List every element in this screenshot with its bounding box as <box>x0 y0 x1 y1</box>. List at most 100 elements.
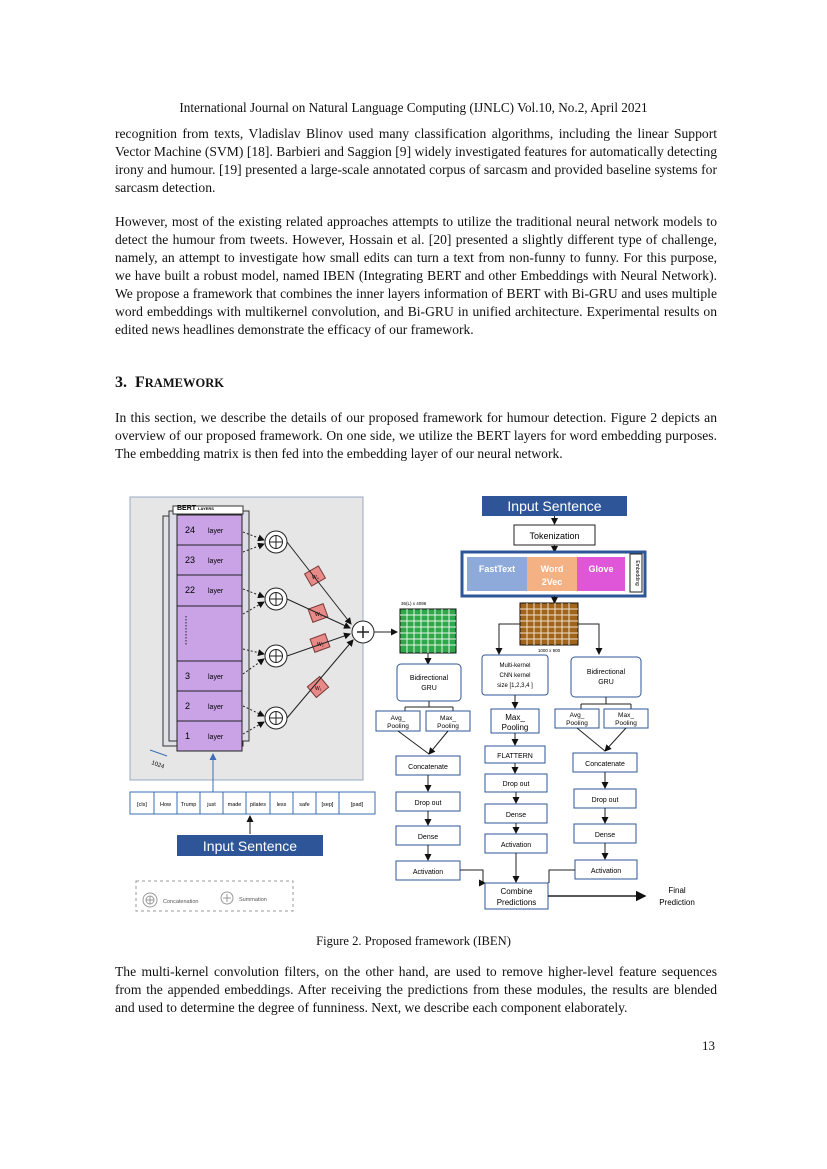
layer-23-num: 23 <box>185 555 195 565</box>
framework-figure: BERT LAYERS 24 layer 23 layer 22 layer 3… <box>129 496 695 912</box>
mid-maxpool-label-2: Pooling <box>502 723 529 732</box>
weight-w1 <box>306 675 330 699</box>
left-bigru-label-1: Bidirectional <box>410 675 449 682</box>
section-title-rest: RAMEWORK <box>144 376 224 390</box>
layer-24 <box>176 514 243 546</box>
left-dropout-label: Drop out <box>415 800 442 807</box>
matrix-right <box>519 602 579 646</box>
layer-2-word: layer <box>208 704 224 711</box>
word2vec-label-2: 2Vec <box>542 577 563 587</box>
running-header: International Journal on Natural Languag… <box>179 100 648 115</box>
matrix-right-label: 1000 x 900 <box>538 648 561 653</box>
right-activation-label: Activation <box>591 868 621 875</box>
input-sentence-bottom-label: Input Sentence <box>203 838 297 854</box>
left-avgpool-label-1: Avg_ <box>391 715 406 722</box>
right-concatenate-label: Concatenate <box>585 761 625 768</box>
right-branch: Bidirectional GRU Avg_ Pooling Max_ Pool… <box>554 656 649 880</box>
figure-caption: Figure 2. Proposed framework (IBEN) <box>316 934 511 948</box>
layer-23-word: layer <box>208 558 224 565</box>
paragraph-multikernel: The multi-kernel convolution filters, on… <box>115 964 717 1015</box>
legend-concat-label: Concatenation <box>163 899 198 905</box>
fasttext-cell <box>467 557 527 591</box>
input-sentence-bottom <box>177 835 323 856</box>
mid-dropout-label: Drop out <box>503 781 530 788</box>
left-bigru-label-2: GRU <box>421 685 437 692</box>
input-sentence-top-label: Input Sentence <box>507 498 601 514</box>
layer-1-num: 1 <box>185 731 190 741</box>
right-dense-label: Dense <box>595 832 615 839</box>
input-sentence-top <box>482 496 627 516</box>
combine-arrows <box>460 853 575 887</box>
matrix-left <box>399 608 457 654</box>
embedding-side-label: Embedding <box>634 560 640 586</box>
token: made <box>228 802 242 808</box>
left-maxpool-label-2: Pooling <box>437 723 459 730</box>
section-number: 3. <box>115 374 127 391</box>
legend-sum-label: Summation <box>239 897 267 903</box>
combine-label-2: Predictions <box>497 898 537 907</box>
right-bigru-box <box>570 656 642 698</box>
combine-predictions-box <box>484 882 549 910</box>
page-number: 13 <box>702 1038 715 1053</box>
layer-22-word: layer <box>208 588 224 595</box>
mid-dense-label: Dense <box>506 812 526 819</box>
final-label-1: Final <box>668 886 686 895</box>
dim-label: 1024 <box>150 760 165 770</box>
multikernel-label-3: size [1,2,3,4 ] <box>497 683 533 689</box>
tokenization-label: Tokenization <box>529 531 579 541</box>
left-avgpool-label-2: Pooling <box>387 723 409 730</box>
paragraph-related-work-end: recognition from texts, Vladislav Blinov… <box>115 126 717 195</box>
token: pilates <box>250 802 266 808</box>
weight-lines <box>286 541 354 719</box>
left-bigru-box <box>396 663 462 702</box>
glove-label: Glove <box>588 564 613 574</box>
layer-2-num: 2 <box>185 701 190 711</box>
token: How <box>160 802 171 808</box>
bert-label: BERT LAYERS <box>177 505 214 512</box>
paragraph-framework-intro: In this section, we describe the details… <box>115 410 717 461</box>
embedding-side-box <box>629 553 643 593</box>
flatten-label: FLATTERN <box>497 753 533 760</box>
section-title-initial: F <box>135 374 145 391</box>
multikernel-label-1: Multi-kernel <box>499 663 530 669</box>
layer-1-word: layer <box>208 734 224 741</box>
layer-2 <box>176 690 243 722</box>
glove-cell <box>577 557 625 591</box>
layer-22-num: 22 <box>185 585 195 595</box>
right-maxpool-label-2: Pooling <box>615 720 637 727</box>
middle-branch: Multi-kernel CNN kernel size [1,2,3,4 ] … <box>481 654 549 854</box>
word2vec-label-1: Word <box>541 564 564 574</box>
bert-layers: 24 layer 23 layer 22 layer 3 layer 2 lay… <box>176 514 243 752</box>
paragraph-related-work-humour: However, most of the existing related ap… <box>115 214 717 337</box>
bert-stack-top <box>172 505 244 515</box>
right-bigru-label-1: Bidirectional <box>587 669 626 676</box>
legend-box <box>135 880 294 912</box>
layer-24-word: layer <box>208 528 224 535</box>
layer-3 <box>176 660 243 692</box>
token-cls: [cls] <box>137 802 147 808</box>
token-row: [cls] How Trump just made pilates less s… <box>129 791 376 815</box>
layer-24-num: 24 <box>185 525 195 535</box>
weight-w2 <box>309 633 331 653</box>
token-pad: [pad] <box>351 802 364 808</box>
layer-22 <box>176 574 243 607</box>
combine-label-1: Combine <box>500 887 533 896</box>
right-maxpool-label-1: Max_ <box>618 712 634 719</box>
layer-ellipsis <box>176 605 243 662</box>
token: less <box>277 802 287 808</box>
token: safe <box>299 802 309 808</box>
weight-w1-label: W₁ <box>315 686 322 692</box>
fasttext-label: FastText <box>479 564 515 574</box>
left-concatenate-label: Concatenate <box>408 764 448 771</box>
matrix-left-label: 36(L) x 4096 <box>401 601 427 606</box>
right-avgpool-label-2: Pooling <box>566 720 588 727</box>
dim-arrow <box>149 749 168 757</box>
section-heading: 3. FRAMEWORK <box>115 374 224 392</box>
left-maxpool-label-1: Max_ <box>440 715 456 722</box>
weight-w2-label: W₂ <box>317 642 324 648</box>
token: Trump <box>181 802 197 808</box>
left-activation-label: Activation <box>413 869 443 876</box>
weight-w3-label: W₃ <box>315 612 322 618</box>
summation-plus <box>357 626 369 638</box>
right-avgpool-label-1: Avg_ <box>570 712 585 719</box>
